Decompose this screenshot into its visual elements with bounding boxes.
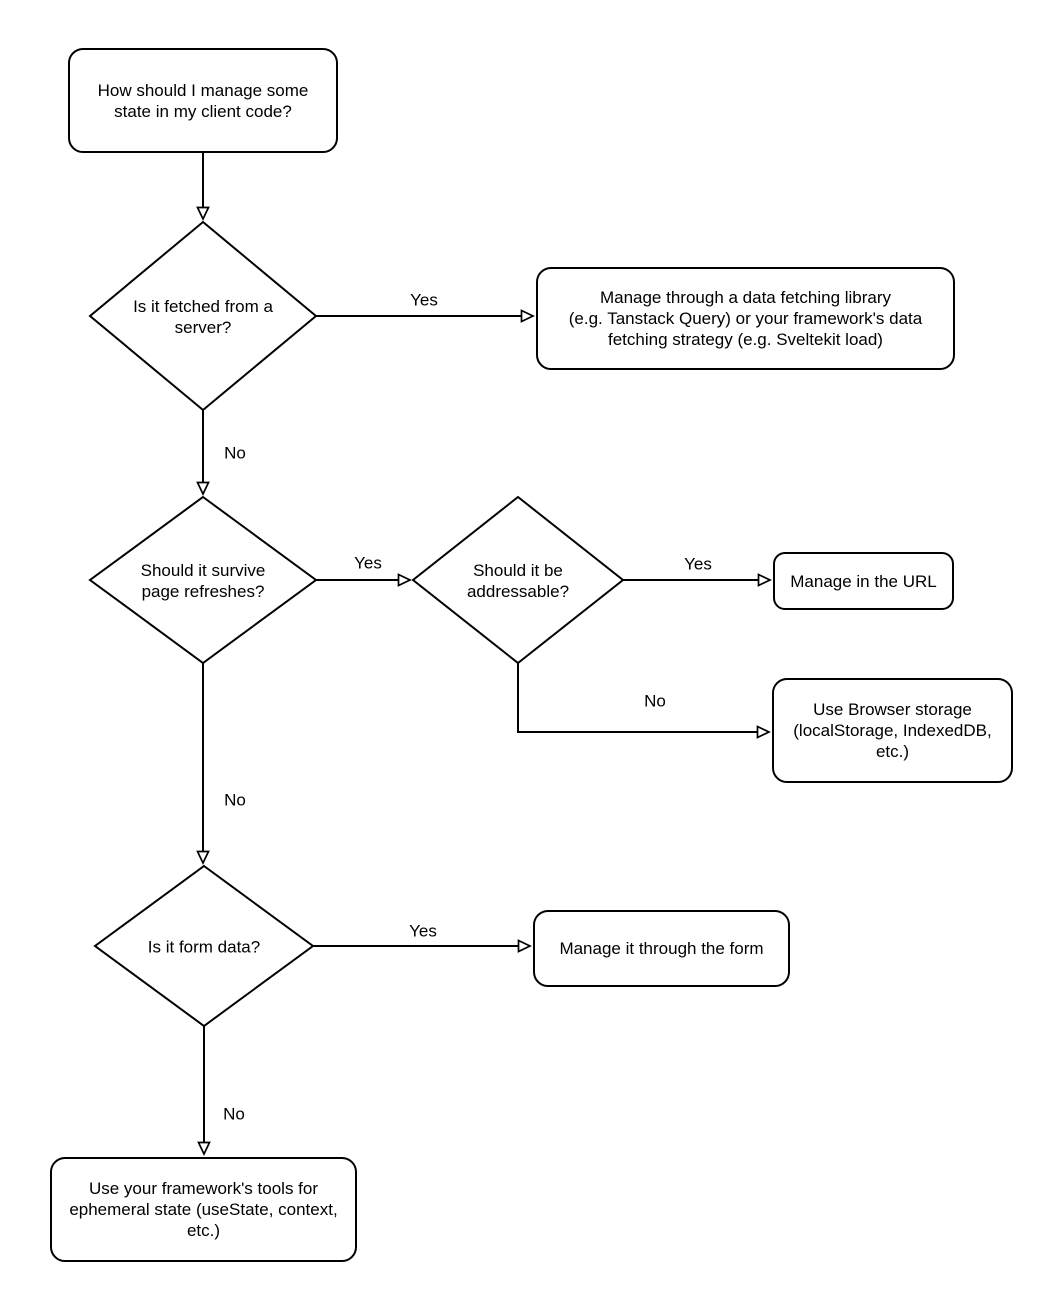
diamond-survive-refreshes	[88, 495, 318, 665]
node-fetch-library: Manage through a data fetching library (…	[536, 267, 955, 370]
diamond-survive-refreshes-label: Should it survive page refreshes?	[140, 561, 266, 601]
node-manage-url: Manage in the URL	[773, 552, 954, 610]
edge-label-form-no: No	[221, 1104, 247, 1124]
node-start: How should I manage some state in my cli…	[68, 48, 338, 153]
edge-label-survive-yes: Yes	[352, 553, 384, 573]
edge-label-fetched-yes: Yes	[408, 290, 440, 310]
diamond-fetched-from-server-label: Is it fetched from a server?	[133, 297, 273, 337]
node-manage-url-label: Manage in the URL	[790, 571, 937, 591]
edge-label-survive-no: No	[222, 790, 248, 810]
edge-label-form-yes: Yes	[407, 921, 439, 941]
edge-label-addressable-no: No	[642, 691, 668, 711]
node-start-label: How should I manage some state in my cli…	[97, 80, 309, 121]
diamond-addressable	[411, 495, 625, 665]
diamond-form-data	[93, 864, 315, 1028]
node-browser-storage: Use Browser storage (localStorage, Index…	[772, 678, 1013, 783]
node-ephemeral-tools-label: Use your framework's tools for ephemeral…	[69, 1179, 338, 1240]
node-ephemeral-tools: Use your framework's tools for ephemeral…	[50, 1157, 357, 1262]
diamond-addressable-label: Should it be addressable?	[466, 561, 570, 601]
node-manage-form-label: Manage it through the form	[559, 939, 764, 958]
node-fetch-library-label: Manage through a data fetching library (…	[568, 288, 923, 349]
node-manage-form: Manage it through the form	[533, 910, 790, 987]
edge-addressable-no	[517, 663, 771, 739]
diamond-form-data-label: Is it form data?	[147, 937, 261, 957]
diamond-fetched-from-server	[88, 220, 318, 412]
edge-label-fetched-no: No	[222, 443, 248, 463]
node-browser-storage-label: Use Browser storage (localStorage, Index…	[793, 700, 992, 761]
edge-label-addressable-yes: Yes	[682, 554, 714, 574]
